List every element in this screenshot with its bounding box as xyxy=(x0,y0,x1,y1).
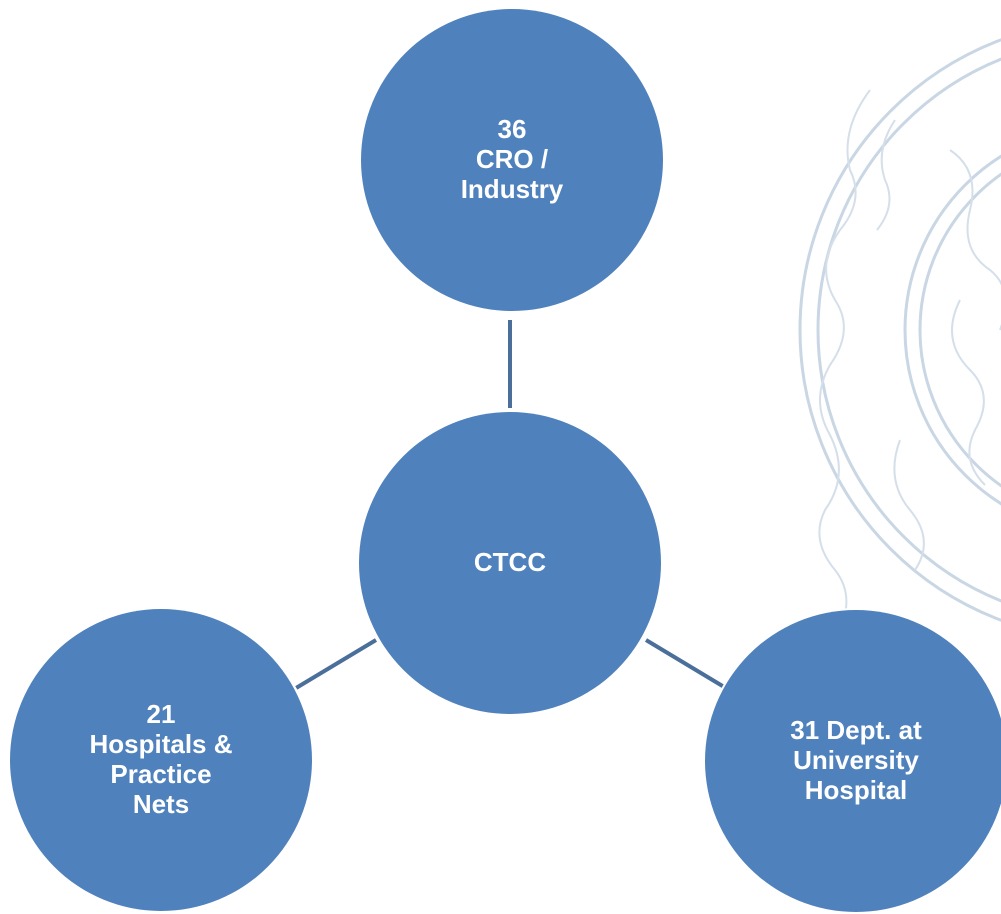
connector-top xyxy=(508,320,512,408)
node-ctcc-center: CTCC xyxy=(359,412,661,714)
node-hospitals-practice-nets-label: 21 Hospitals & Practice Nets xyxy=(89,699,233,819)
node-university-hospital-label: 31 Dept. at University Hospital xyxy=(790,715,922,805)
node-cro-industry-label: 36 CRO / Industry xyxy=(460,114,564,204)
node-cro-industry: 36 CRO / Industry xyxy=(361,9,663,311)
node-hospitals-practice-nets: 21 Hospitals & Practice Nets xyxy=(10,609,312,911)
node-university-hospital: 31 Dept. at University Hospital xyxy=(705,610,1001,912)
node-ctcc-label: CTCC xyxy=(473,547,547,578)
